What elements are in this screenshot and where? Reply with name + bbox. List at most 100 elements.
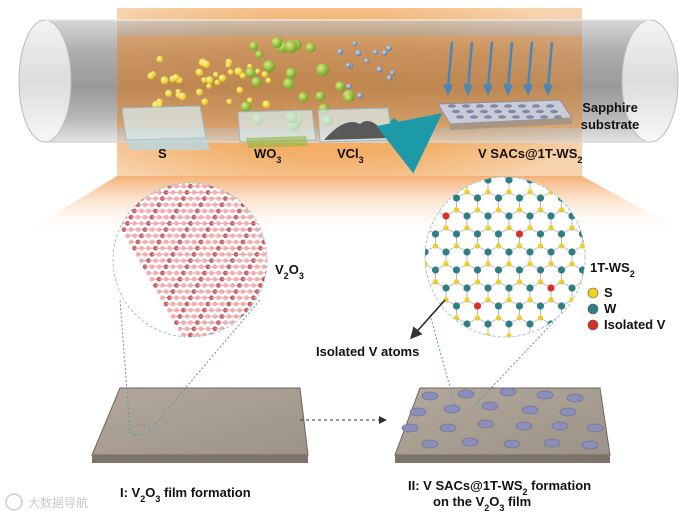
s-atom	[432, 315, 439, 321]
v2o3-atom	[363, 295, 368, 300]
v2o3-atom	[304, 277, 309, 282]
w-atom	[505, 284, 513, 292]
v2o3-atom	[314, 246, 319, 251]
v2o3-atom	[240, 326, 246, 332]
substrate-flake	[512, 115, 520, 119]
v2o3-atom	[321, 246, 326, 251]
substrate-flake	[476, 104, 484, 108]
w-atom	[568, 356, 575, 363]
s-atom	[622, 279, 627, 284]
v2o3-atom	[230, 345, 235, 350]
v2o3-atom	[290, 314, 295, 319]
v2o3-atom	[272, 333, 277, 338]
v2o3-atom	[339, 264, 344, 269]
w-atom	[516, 338, 523, 345]
isolated-v-atom	[547, 284, 555, 292]
s-atom	[464, 333, 470, 337]
v2o3-atom	[370, 320, 375, 325]
v2o3-atom	[353, 302, 358, 307]
v2o3-atom	[286, 345, 291, 350]
v2o3-atom	[370, 308, 375, 313]
ws2-flakes	[401, 387, 604, 450]
v2o3-atom	[325, 289, 330, 294]
v2o3-atom	[311, 252, 316, 257]
v2o3-atom	[328, 246, 333, 251]
ws2-flake	[543, 438, 561, 448]
v2o3-atom	[356, 320, 361, 325]
v2o3-atom	[307, 345, 312, 350]
boat-label-vcl3: VCl3	[337, 146, 364, 165]
v2o3-atom	[363, 308, 368, 313]
wo3-particle	[249, 41, 259, 51]
v2o3-atom	[293, 345, 298, 350]
w-atom	[600, 338, 607, 345]
w-atom	[515, 302, 524, 310]
v2o3-atom	[353, 289, 358, 294]
v2o3-atom	[223, 332, 228, 337]
v2o3-atom	[265, 258, 267, 264]
v2o3-atom	[279, 295, 284, 300]
sulfur-particle	[201, 98, 209, 105]
v2o3-atom	[307, 320, 312, 325]
vcl3-particle	[352, 41, 358, 47]
v2o3-atom	[258, 345, 263, 350]
substrate-flake	[554, 115, 562, 119]
ws2-flake	[581, 440, 599, 450]
v2o3-atom	[304, 302, 309, 307]
watermark-logo-icon	[5, 493, 23, 511]
w-atom	[452, 194, 461, 202]
v2o3-atom	[374, 339, 379, 344]
s-atom	[601, 279, 606, 284]
s-atom	[412, 243, 417, 248]
s-atom	[580, 351, 585, 356]
v2o3-atom	[318, 264, 323, 269]
s-atom	[432, 315, 439, 321]
v2o3-atom	[314, 283, 319, 288]
ws2-flake	[481, 401, 499, 411]
s-atom	[632, 297, 637, 302]
legend-swatch	[587, 319, 599, 331]
s-atom	[601, 171, 606, 176]
boat-label-wo3: WO3	[254, 146, 281, 165]
v2o3-atom	[314, 295, 319, 300]
v2o3-atom	[363, 333, 368, 338]
ws2-zoom-label: 1T-WS2	[590, 260, 635, 279]
w-atom	[484, 284, 492, 292]
s-atom	[590, 369, 595, 374]
v2o3-atom	[353, 326, 358, 331]
v2o3-atom	[283, 314, 288, 319]
sapphire-substrate-in-tube	[437, 99, 573, 130]
v2o3-atom	[321, 271, 326, 276]
v2o3-atom	[188, 345, 193, 350]
v2o3-atom	[272, 283, 277, 288]
v2o3-atom	[367, 314, 372, 319]
sulfur-particle	[265, 77, 272, 84]
ws2-bond	[508, 335, 531, 337]
v2o3-atom	[290, 326, 295, 331]
v2o3-atom	[335, 333, 340, 338]
v2o3-atom	[346, 339, 351, 344]
v2o3-atom	[269, 240, 274, 245]
w-atom	[579, 338, 586, 345]
wo3-particle	[255, 50, 264, 59]
sulfur-particle	[206, 83, 212, 89]
w-atom	[442, 248, 450, 256]
s-atom	[548, 333, 554, 337]
w-atom	[621, 302, 628, 309]
ws2-bond	[478, 354, 499, 372]
v2o3-atom	[251, 345, 256, 350]
v2o3-atom	[363, 320, 368, 325]
v2o3-atom	[300, 283, 305, 288]
ws2-bond	[571, 335, 585, 337]
sulfur-particle	[202, 60, 210, 68]
v2o3-atom	[276, 314, 281, 319]
ws2-bond	[604, 174, 625, 192]
substrate-flake	[546, 104, 554, 108]
wo3-particle	[282, 78, 295, 90]
substrate-flake	[504, 104, 512, 108]
v2o3-atom	[265, 270, 267, 276]
w-atom	[473, 266, 482, 274]
sulfur-particle	[156, 101, 163, 108]
vcl3-particle	[376, 66, 383, 73]
v2o3-atom	[300, 333, 305, 338]
